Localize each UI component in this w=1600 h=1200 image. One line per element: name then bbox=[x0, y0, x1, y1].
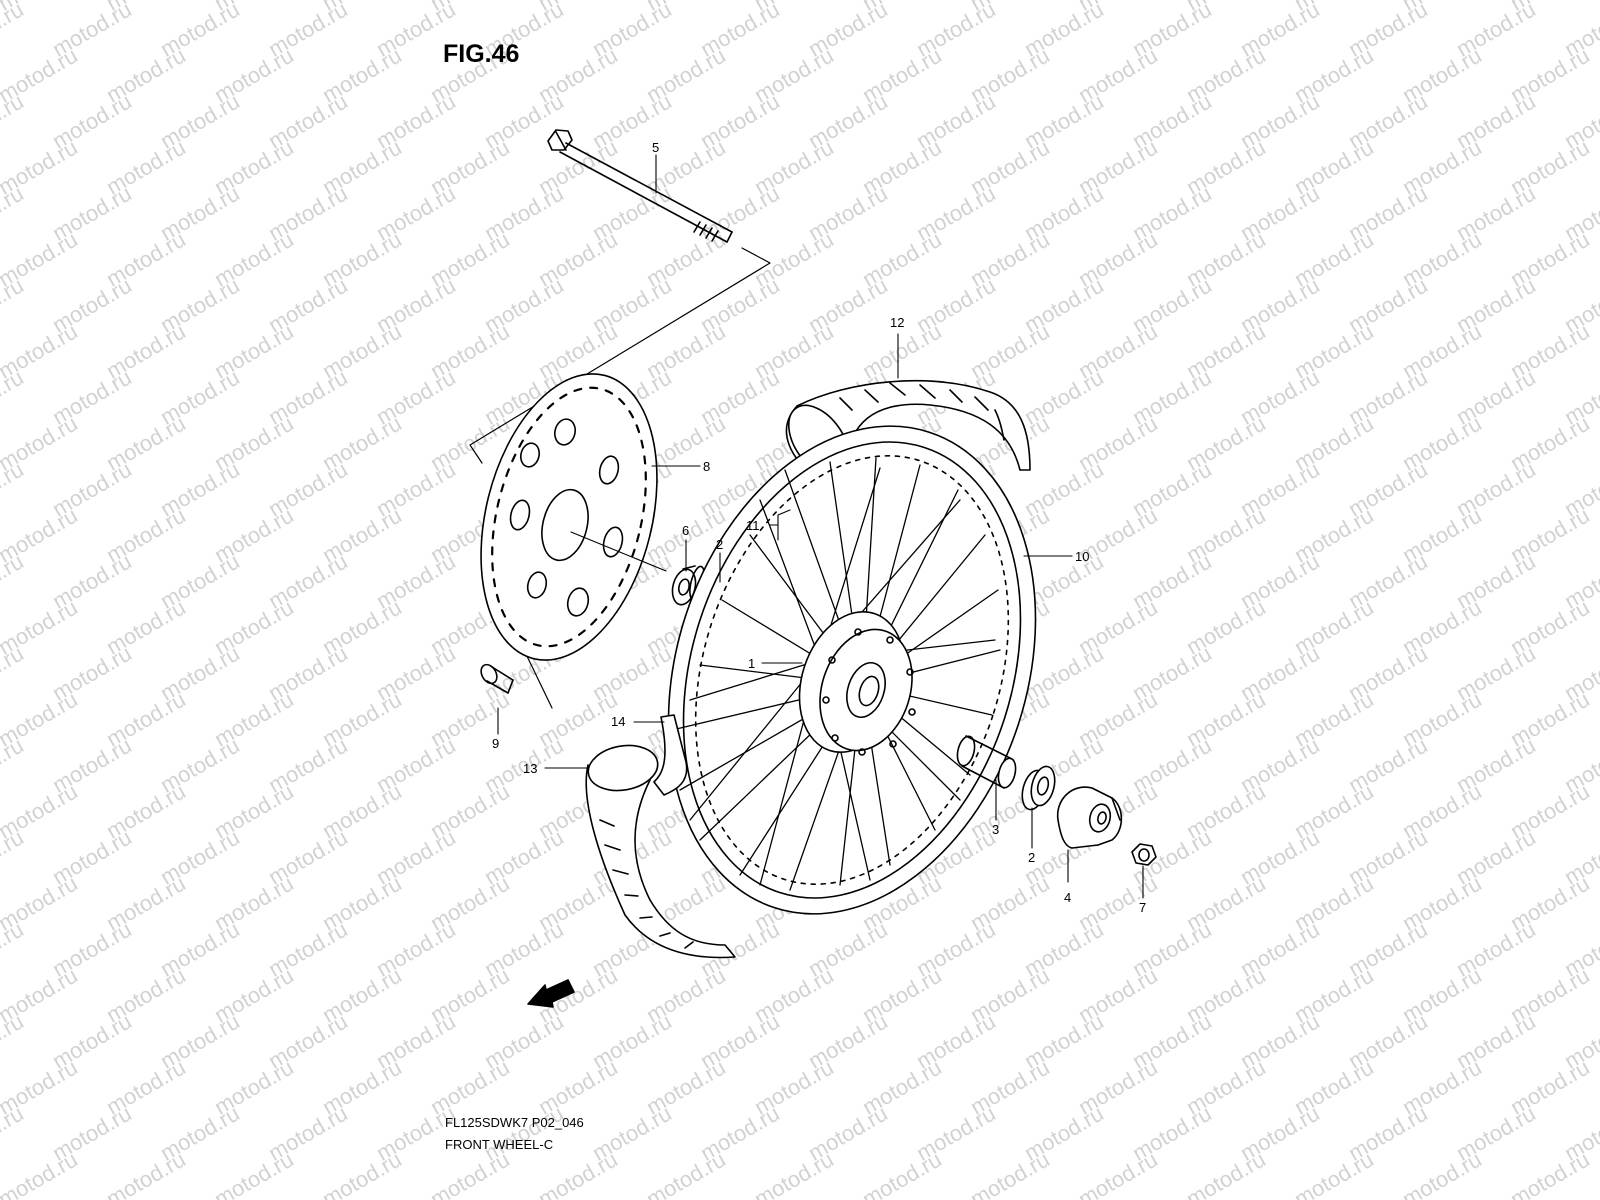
callout-11: 11 bbox=[746, 518, 760, 533]
axle-nut bbox=[1131, 843, 1157, 866]
callout-13: 13 bbox=[523, 761, 537, 776]
figure-title: FIG.46 bbox=[443, 40, 520, 68]
drawing-name: FRONT WHEEL-C bbox=[445, 1137, 554, 1152]
callout-10: 10 bbox=[1075, 549, 1089, 564]
callout-3: 3 bbox=[992, 822, 999, 837]
callout-14: 14 bbox=[611, 714, 625, 729]
forward-direction-arrow: FWD bbox=[527, 979, 575, 1008]
drawing-code: FL125SDWK7 P02_046 bbox=[445, 1115, 584, 1130]
right-wheel-bearing bbox=[1021, 765, 1056, 811]
callout-1: 1 bbox=[748, 656, 755, 671]
reference-bracket-lines bbox=[469, 247, 771, 709]
axle-bolt bbox=[547, 129, 733, 243]
wheel-hub bbox=[798, 611, 916, 756]
leader-lines bbox=[497, 154, 1144, 899]
callout-numbers: 5 12 8 11 6 2 10 1 14 13 9 3 2 4 7 bbox=[492, 140, 1146, 915]
callout-4: 4 bbox=[1064, 890, 1071, 905]
inner-tube bbox=[585, 744, 736, 959]
callout-6: 6 bbox=[682, 523, 689, 538]
callout-12: 12 bbox=[890, 315, 904, 330]
callout-8: 8 bbox=[703, 459, 710, 474]
callout-5: 5 bbox=[652, 140, 659, 155]
callout-2-left: 2 bbox=[716, 537, 723, 552]
callout-7: 7 bbox=[1139, 900, 1146, 915]
axle-spacer bbox=[956, 735, 1017, 789]
disc-bolt bbox=[480, 663, 514, 694]
callout-9: 9 bbox=[492, 736, 499, 751]
rim-band bbox=[653, 714, 688, 796]
speedometer-gearbox bbox=[1056, 786, 1123, 849]
callout-2-right: 2 bbox=[1028, 850, 1035, 865]
brake-disc bbox=[480, 373, 658, 661]
